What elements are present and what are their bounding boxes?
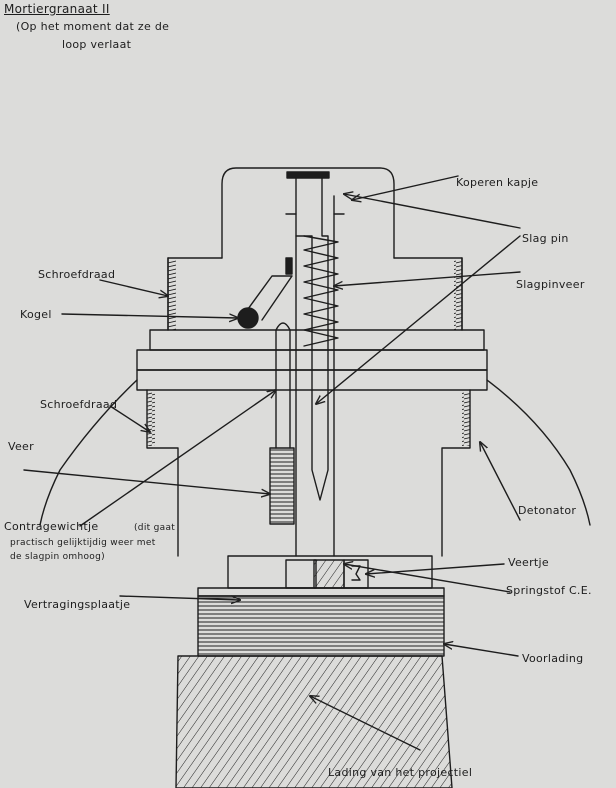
main-charge <box>175 655 453 788</box>
fuze-cap <box>221 167 395 259</box>
tail-curve-right <box>486 379 591 526</box>
label-detonator: Detonator <box>518 504 577 517</box>
label-koperen-kapje: Koperen kapje <box>456 176 539 189</box>
detonator-box <box>285 559 317 589</box>
voorlading <box>197 595 445 657</box>
kogel-ball <box>237 307 259 329</box>
springstof-block <box>313 559 345 589</box>
label-slag-pin: Slag pin <box>522 232 569 245</box>
firing-pin-body <box>295 177 329 501</box>
firing-pin-spring <box>303 235 339 347</box>
label-veertje: Veertje <box>508 556 549 569</box>
label-veer: Veer <box>8 440 34 453</box>
lower-thread-right <box>462 392 470 446</box>
counterweight <box>275 322 291 449</box>
delay-plate <box>197 587 445 597</box>
label-springstof: Springstof C.E. <box>506 584 592 597</box>
diagram-title: Mortiergranaat II <box>4 2 110 16</box>
diagram-subtitle-line2: loop verlaat <box>62 38 132 51</box>
label-voorlading: Voorlading <box>522 652 584 665</box>
label-slagpinveer: Slagpinveer <box>516 278 585 291</box>
label-schroefdraad-mid: Schroefdraad <box>40 398 118 411</box>
label-lading: Lading van het projectiel <box>328 766 473 779</box>
label-kogel: Kogel <box>20 308 52 321</box>
label-contragewichtje-note3: de slagpin omhoog) <box>10 552 105 562</box>
upper-thread-right <box>454 260 462 330</box>
label-contragewichtje-note2: practisch gelijktijdig weer met <box>10 538 156 548</box>
tail-curve-left <box>39 379 138 526</box>
label-vertragingsplaatje: Vertragingsplaatje <box>24 598 131 611</box>
label-contragewichtje: Contragewichtje <box>4 520 99 533</box>
label-schroefdraad-top: Schroefdraad <box>38 268 116 281</box>
diagram-subtitle-line1: (Op het moment dat ze de <box>16 20 170 33</box>
upper-thread-left <box>168 260 176 330</box>
counterweight-spring <box>269 447 295 525</box>
firing-pin-head <box>286 171 330 179</box>
ball-detent <box>239 275 293 321</box>
label-contragewichtje-note1: (dit gaat <box>134 523 176 533</box>
body-lower <box>146 389 471 557</box>
slot <box>285 257 293 275</box>
lower-thread-left <box>147 392 155 446</box>
